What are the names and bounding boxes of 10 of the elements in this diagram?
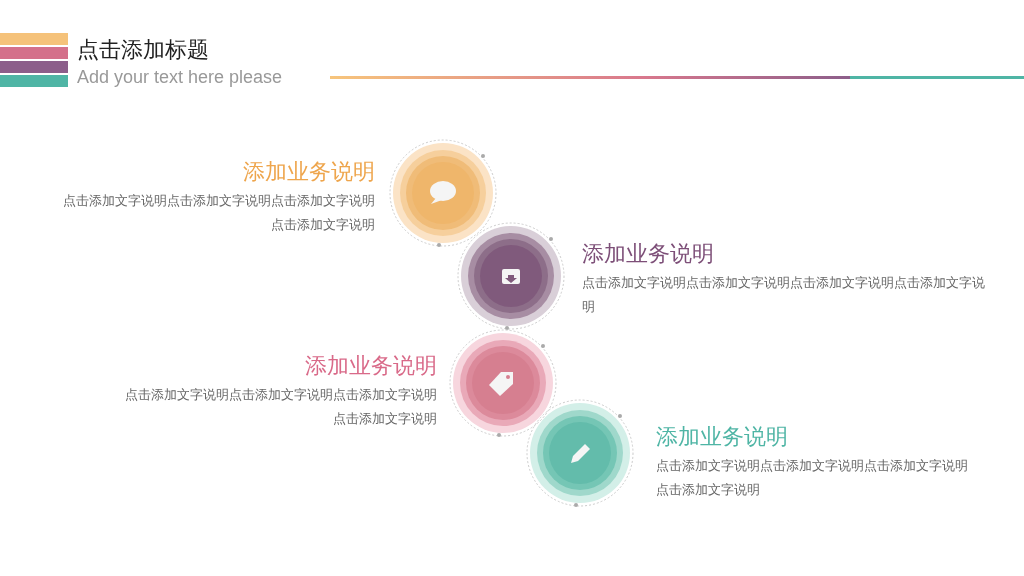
- item-description: 点击添加文字说明点击添加文字说明点击添加文字说明点击添加文字说明: [656, 457, 969, 499]
- item-heading: 添加业务说明: [656, 423, 788, 451]
- item-description: 点击添加文字说明点击添加文字说明点击添加文字说明点击添加文字说明: [582, 274, 986, 316]
- subtitle: Add your text here please: [77, 67, 283, 88]
- item-heading: 添加业务说明: [243, 158, 375, 186]
- item-heading: 添加业务说明: [582, 240, 714, 268]
- item-description: 点击添加文字说明点击添加文字说明点击添加文字说明点击添加文字说明: [62, 192, 375, 234]
- item-heading: 添加业务说明: [305, 352, 437, 380]
- item-description: 点击添加文字说明点击添加文字说明点击添加文字说明点击添加文字说明: [124, 386, 437, 428]
- title: 点击添加标题: [77, 36, 209, 64]
